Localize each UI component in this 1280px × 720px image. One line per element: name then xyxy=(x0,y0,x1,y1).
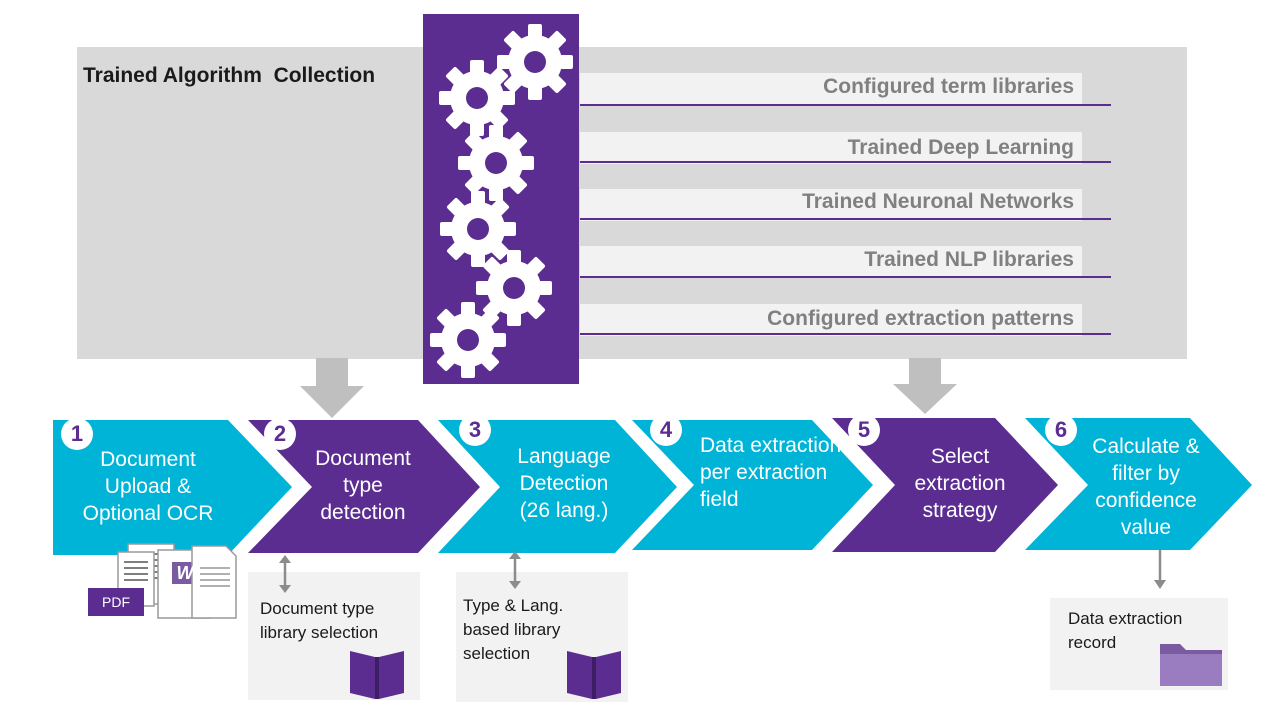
double-arrow-icon xyxy=(509,551,521,589)
pdf-label: PDF xyxy=(102,594,130,610)
step-3-shape xyxy=(438,420,677,553)
step-4-number: 4 xyxy=(650,414,682,446)
step-1-shape xyxy=(53,420,292,555)
step-3-number: 3 xyxy=(459,414,491,446)
library-band xyxy=(580,189,1082,221)
library-band xyxy=(580,246,1082,278)
type-lang-library-text: Type & Lang. based library selection xyxy=(463,596,564,663)
step-1-label: Document Upload & Optional OCR xyxy=(82,448,214,525)
doc-type-library-text: Document type library selection xyxy=(260,599,379,642)
double-arrow-icon xyxy=(279,555,291,593)
library-label-neuronal-networks: Trained Neuronal Networks xyxy=(802,190,1074,213)
book-icon xyxy=(567,651,621,699)
step-5-shape xyxy=(832,418,1058,552)
document-files-icon xyxy=(88,543,237,619)
library-label-deep-learning: Trained Deep Learning xyxy=(847,136,1074,159)
library-label-extraction-patterns: Configured extraction patterns xyxy=(767,307,1074,330)
book-icon xyxy=(350,651,404,699)
down-arrow-icon xyxy=(300,358,364,418)
library-underline xyxy=(580,333,1111,335)
library-label-term: Configured term libraries xyxy=(823,75,1074,98)
word-letter: W xyxy=(176,563,194,583)
down-small-arrow-icon xyxy=(1154,550,1166,589)
step-2-label: Document type detection xyxy=(315,447,411,524)
step-3-label: Language Detection (26 lang.) xyxy=(517,445,611,522)
gear-column xyxy=(423,14,579,384)
library-label-nlp: Trained NLP libraries xyxy=(864,248,1074,271)
step-5-number: 5 xyxy=(848,414,880,446)
step-6-label: Calculate & filter by confidence value xyxy=(1092,435,1200,539)
step-6-shape xyxy=(1025,418,1252,550)
step-2-number: 2 xyxy=(264,418,296,450)
library-underline xyxy=(580,161,1111,163)
step-1-number: 1 xyxy=(61,418,93,450)
step-4-shape xyxy=(632,420,873,550)
step-2-shape xyxy=(248,420,480,553)
collection-title: Trained Algorithm Collection xyxy=(83,64,376,87)
library-band xyxy=(580,73,1082,105)
step-4-label: Data extraction per extraction field xyxy=(700,434,842,511)
folder-icon xyxy=(1160,644,1222,686)
library-band xyxy=(580,304,1082,336)
library-underline xyxy=(580,218,1111,220)
library-band xyxy=(580,132,1082,164)
down-arrow-icon xyxy=(893,358,957,414)
library-underline xyxy=(580,104,1111,106)
step-6-number: 6 xyxy=(1045,414,1077,446)
step-5-label: Select extraction strategy xyxy=(914,445,1006,522)
extraction-record-text: Data extraction record xyxy=(1068,609,1183,652)
library-underline xyxy=(580,276,1111,278)
